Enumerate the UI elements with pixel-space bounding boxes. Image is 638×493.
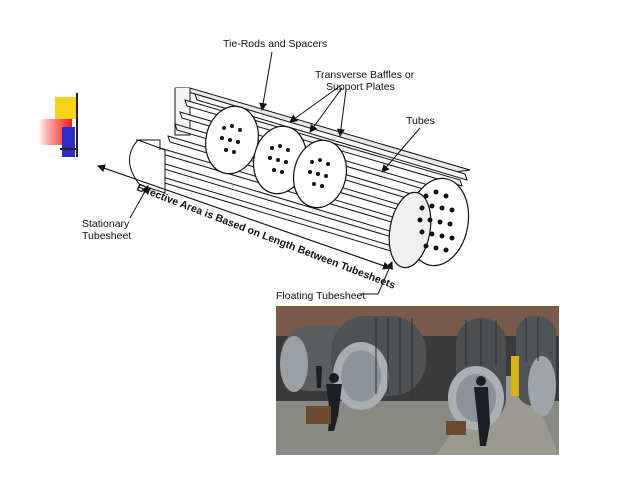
leader-lines bbox=[129, 51, 421, 295]
label-stationary-line1: Stationary bbox=[82, 218, 130, 230]
label-floating-tubesheet: Floating Tubesheet bbox=[276, 290, 365, 302]
label-baffles-line2: Support Plates bbox=[326, 81, 395, 93]
label-stationary-line2: Tubesheet bbox=[82, 230, 131, 242]
floating-tubesheet bbox=[388, 177, 470, 269]
slide-decoration-horizontal-line bbox=[60, 148, 77, 150]
slide-decoration-vertical-line bbox=[76, 93, 78, 157]
label-tie-rods: Tie-Rods and Spacers bbox=[223, 38, 327, 50]
label-baffles-line1: Transverse Baffles or bbox=[315, 69, 415, 81]
baffle-plates bbox=[205, 105, 347, 209]
slide-decoration-yellow-square bbox=[55, 97, 77, 119]
label-tubes: Tubes bbox=[406, 115, 435, 127]
effective-area-dimension bbox=[97, 164, 391, 270]
heat-exchanger-photo bbox=[276, 306, 559, 455]
